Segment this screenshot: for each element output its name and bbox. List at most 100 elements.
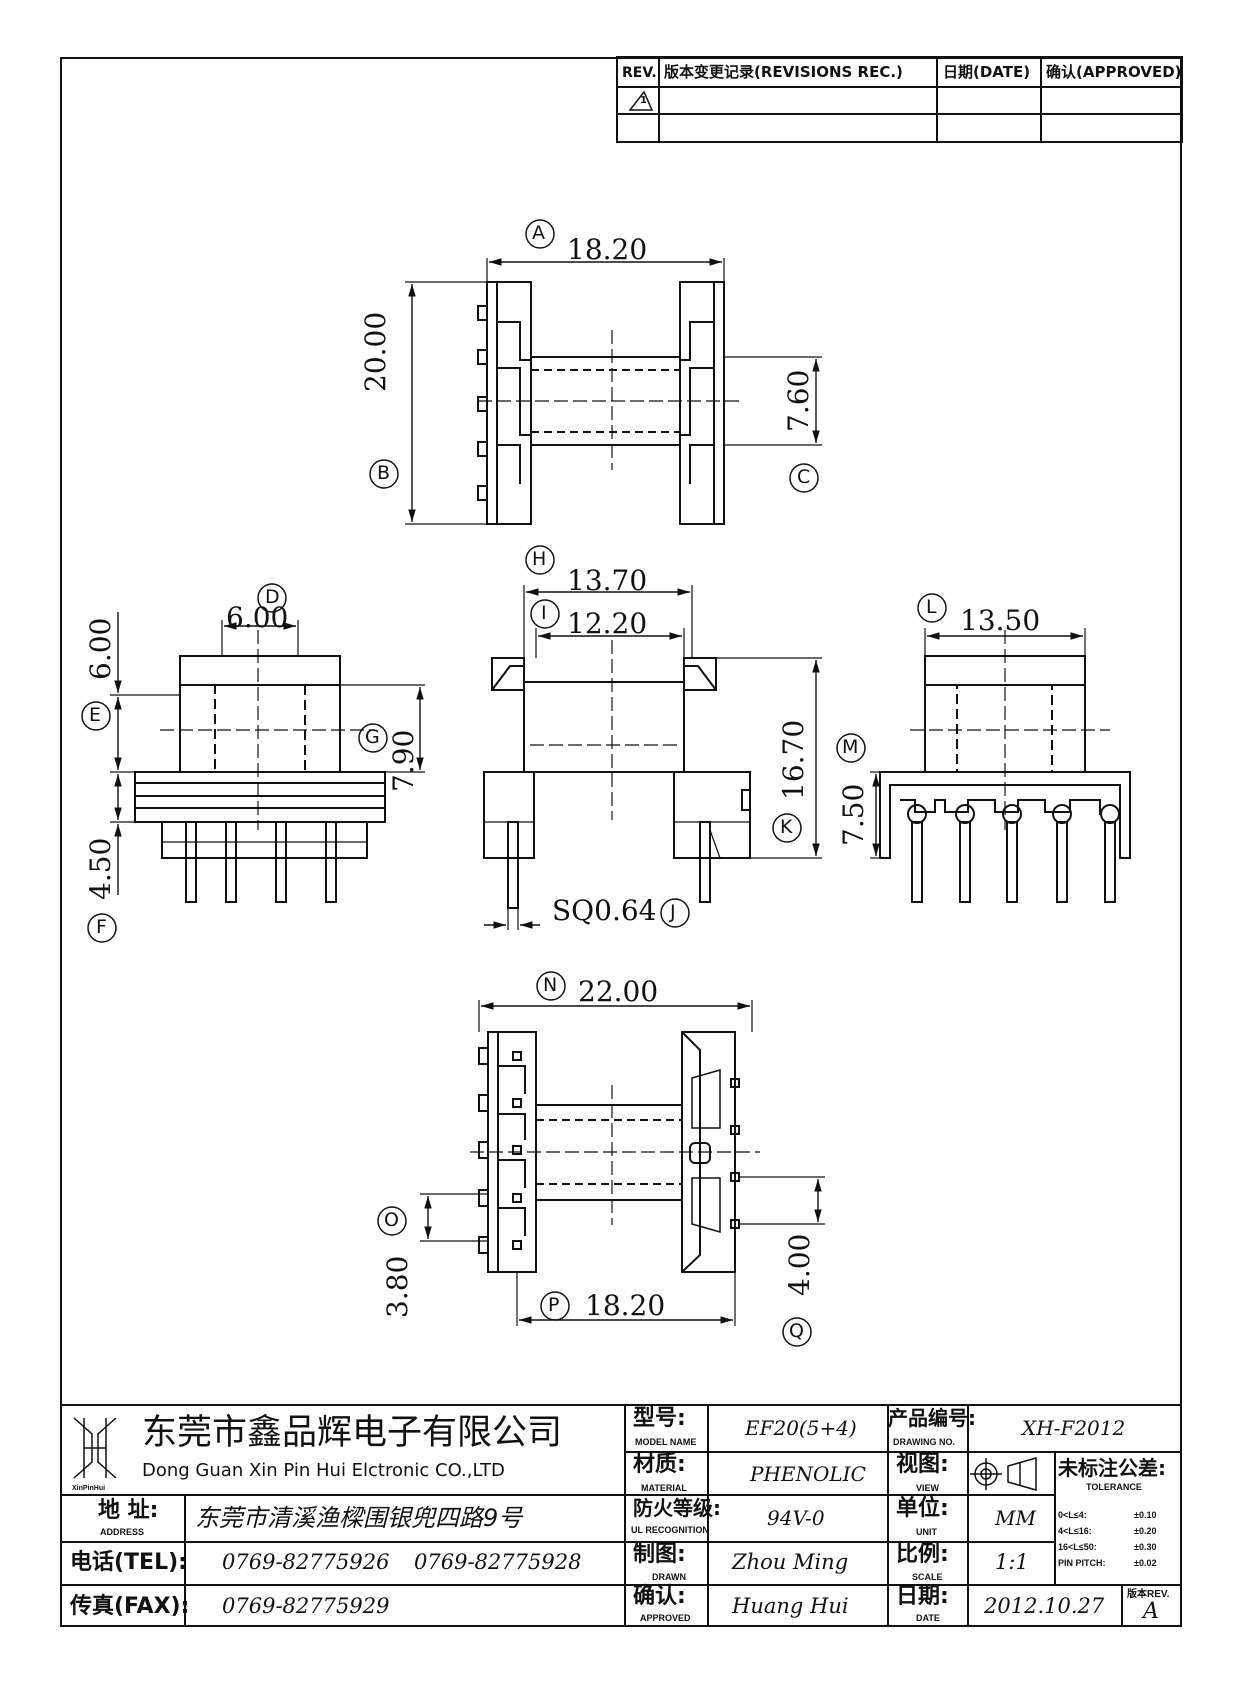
- dim-n-value: 22.00: [578, 975, 659, 1008]
- drawn-value: Zhou Ming: [732, 1550, 849, 1574]
- tag-q: Q: [789, 1320, 804, 1342]
- tel-label: 电话(TEL):: [70, 1550, 187, 1575]
- fax-value: 0769-82775929: [222, 1594, 390, 1618]
- projection-symbol-icon: [970, 1457, 1037, 1491]
- ul-label: 防火等级:: [633, 1496, 721, 1520]
- date-header: 日期(DATE): [943, 63, 1031, 81]
- left-view: [110, 612, 425, 903]
- model-label: 型号:: [633, 1406, 686, 1431]
- rev-header: REV.: [622, 65, 657, 81]
- approved-label: 确认:: [633, 1584, 686, 1609]
- dim-g-value: 7.90: [387, 729, 420, 792]
- tag-i: I: [541, 602, 547, 624]
- tolerance-row-4-range: PIN PITCH:: [1058, 1558, 1106, 1568]
- approved-value: Huang Hui: [732, 1594, 849, 1618]
- logo-caption: XinPinHui: [72, 1485, 106, 1492]
- tag-f: F: [96, 916, 107, 938]
- dim-l-value: 13.50: [960, 604, 1041, 637]
- drawn-label: 制图:: [633, 1542, 686, 1567]
- tel-value-2: 0769-82775928: [414, 1550, 582, 1574]
- company-logo-icon: [73, 1417, 117, 1479]
- tag-m: M: [842, 736, 859, 758]
- fax-label: 传真(FAX):: [70, 1594, 190, 1619]
- dim-e-value: 6.00: [84, 617, 117, 680]
- revision-mark: 1: [640, 95, 647, 106]
- material-label: 材质:: [633, 1452, 686, 1477]
- address-value: 东莞市清溪渔樑围银兜四路9号: [195, 1504, 523, 1532]
- tolerance-row-1-range: 0<L≤4:: [1058, 1510, 1087, 1520]
- ul-value: 94V-0: [767, 1506, 825, 1530]
- dim-m-value: 7.50: [837, 783, 870, 846]
- tag-k: K: [780, 816, 793, 838]
- dim-i-value: 12.20: [567, 607, 648, 640]
- right-view: [870, 628, 1131, 903]
- dim-c-value: 7.60: [782, 369, 815, 432]
- ul-label-en: UL RECOGNITION: [631, 1525, 709, 1535]
- view-label: 视图:: [896, 1452, 949, 1477]
- date-label-en: DATE: [916, 1613, 940, 1623]
- tolerance-label-en: TOLERANCE: [1086, 1482, 1142, 1492]
- approved-label-en: APPROVED: [640, 1613, 691, 1623]
- tag-g: G: [365, 726, 380, 748]
- drawing-no-label: 产品编号:: [888, 1406, 976, 1430]
- tag-h: H: [532, 548, 547, 570]
- scale-label: 比例:: [896, 1542, 949, 1567]
- tag-n: N: [543, 974, 558, 996]
- tag-j: J: [670, 901, 676, 923]
- date-label: 日期:: [896, 1584, 949, 1609]
- tolerance-row-3-range: 16<L≤50:: [1058, 1542, 1097, 1552]
- dim-h-value: 13.70: [567, 564, 648, 597]
- tag-circles: [81, 219, 947, 1347]
- revisions-header: 版本变更记录(REVISIONS REC.): [664, 63, 903, 81]
- tag-c: C: [797, 466, 811, 488]
- tolerance-row-1-value: ±0.10: [1134, 1510, 1157, 1520]
- title-block-grid: [60, 1404, 1182, 1627]
- dim-p-value: 18.20: [585, 1289, 666, 1322]
- scale-label-en: SCALE: [912, 1572, 943, 1582]
- unit-value: MM: [995, 1506, 1036, 1530]
- drawing-no-label-en: DRAWING NO.: [893, 1437, 955, 1447]
- tolerance-row-2-range: 4<L≤16:: [1058, 1526, 1092, 1536]
- address-label: 地 址:: [98, 1498, 159, 1523]
- scale-value: 1:1: [995, 1550, 1029, 1574]
- dim-j-value: SQ0.64: [552, 894, 657, 927]
- tolerance-row-4-value: ±0.02: [1134, 1558, 1157, 1568]
- drawn-label-en: DRAWN: [652, 1572, 686, 1582]
- drawing-no-value: XH-F2012: [1022, 1416, 1126, 1440]
- revision-triangle-icon: [628, 90, 654, 111]
- model-value: EF20(5+4): [745, 1416, 857, 1440]
- approved-header: 确认(APPROVED): [1046, 63, 1182, 81]
- unit-label: 单位:: [896, 1496, 949, 1521]
- unit-label-en: UNIT: [916, 1527, 937, 1537]
- view-label-en: VIEW: [916, 1483, 940, 1493]
- dim-f-value: 4.50: [84, 837, 117, 900]
- front-view: [483, 585, 822, 930]
- material-label-en: MATERIAL: [641, 1483, 687, 1493]
- material-value: PHENOLIC: [750, 1462, 866, 1486]
- revision-table: [616, 56, 1183, 143]
- tag-o: O: [384, 1209, 399, 1231]
- tag-p: P: [548, 1294, 560, 1316]
- dim-d-value: 6.00: [226, 601, 289, 634]
- tag-l: L: [926, 596, 937, 618]
- top-view: [405, 258, 822, 525]
- company-name-en: Dong Guan Xin Pin Hui Elctronic CO.,LTD: [142, 1460, 505, 1481]
- dim-o-value: 3.80: [381, 1255, 414, 1318]
- dim-a-value: 18.20: [567, 233, 648, 266]
- dim-b-value: 20.00: [359, 311, 392, 392]
- tag-d: D: [265, 586, 280, 608]
- address-label-en: ADDRESS: [100, 1527, 145, 1537]
- tag-b: B: [377, 462, 391, 484]
- tolerance-label: 未标注公差:: [1058, 1456, 1166, 1480]
- rev-label: 版本REV.: [1127, 1589, 1170, 1600]
- dim-q-value: 4.00: [783, 1233, 816, 1296]
- tag-a: A: [532, 222, 545, 244]
- tag-e: E: [89, 704, 102, 726]
- tolerance-row-3-value: ±0.30: [1134, 1542, 1157, 1552]
- tolerance-row-2-value: ±0.20: [1134, 1526, 1157, 1536]
- date-value: 2012.10.27: [984, 1594, 1105, 1618]
- tel-value-1: 0769-82775926: [222, 1550, 390, 1574]
- rev-value: A: [1143, 1599, 1159, 1624]
- dim-k-value: 16.70: [777, 719, 810, 800]
